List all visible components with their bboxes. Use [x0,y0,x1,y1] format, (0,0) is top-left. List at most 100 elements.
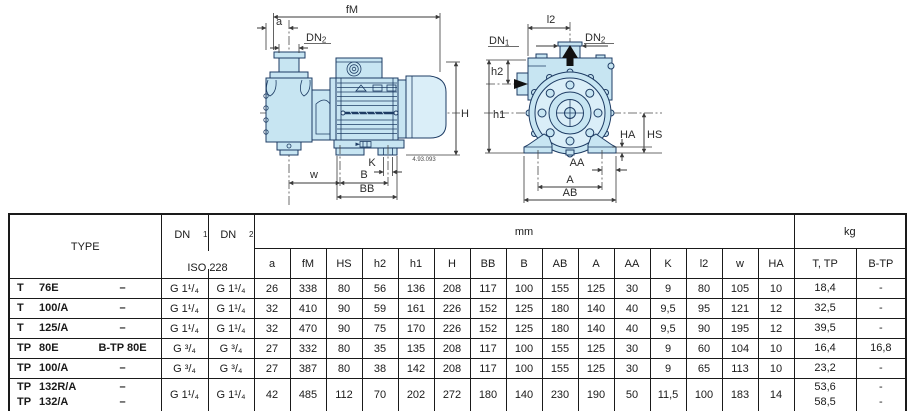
dim-cell-h2: 35 [361,338,399,359]
dim-cell-B: 125 [505,298,543,319]
mm-col-header-A: A [577,248,615,279]
dim-cell-h1: 202 [397,378,435,411]
dim-cell-AB: 155 [541,358,579,379]
dim-cell-a: 32 [253,298,291,319]
type-model: 132/A [39,395,69,408]
dim-label-H: H [461,108,469,120]
weight-btp-cell: -- [855,378,907,411]
dn2-cell: G 1¹/₄ [207,318,255,339]
dim-cell-w: 113 [721,358,759,379]
dim-cell-A: 140 [577,298,615,319]
dim-cell-K: 9 [649,358,687,379]
weight-value: 53,6 [814,380,836,393]
dim-cell-H: 208 [433,338,471,359]
dim-cell-AA: 40 [613,298,651,319]
weight-value: - [879,395,883,408]
dn1-cell: G ³/₄ [160,338,209,359]
dim-cell-h2: 70 [361,378,399,411]
dn2-cell: G 1¹/₄ [207,378,255,411]
dim-cell-h2: 59 [361,298,399,319]
dim-cell-h2: 38 [361,358,399,379]
weight-value: 32,5 [814,302,836,314]
weight-btp-cell: - [855,278,907,299]
dim-label-l2: l2 [547,14,556,26]
weight-ttp-cell: 23,2 [793,358,857,379]
type-variant: – [119,302,126,314]
dim-cell-A: 125 [577,278,615,299]
type-model: 100/A [39,362,69,374]
dim-cell-w: 195 [721,318,759,339]
mm-col-header-fM: fM [289,248,327,279]
weight-value: - [879,282,883,294]
type-variant: – [119,322,126,334]
dim-label-AA: AA [570,157,585,169]
dim-cell-AA: 30 [613,278,651,299]
dim-cell-H: 208 [433,358,471,379]
flow-direction-up-arrow [562,45,578,58]
type-variant: B-TP 80E [98,342,147,354]
dim-label-h1: h1 [493,109,505,121]
dim-cell-l2: 65 [685,358,723,379]
kg-col-header-ttp: T, TP [793,248,857,279]
dim-cell-a: 32 [253,318,291,339]
mm-col-header-h1: h1 [397,248,435,279]
dn1-cell: G 1¹/₄ [160,378,209,411]
dim-cell-HA: 10 [757,338,795,359]
dim-cell-AB: 230 [541,378,579,411]
dim-cell-K: 9 [649,278,687,299]
weight-btp-cell: 16,8 [855,338,907,359]
dim-cell-B: 100 [505,278,543,299]
dim-cell-B: 140 [505,378,543,411]
weight-ttp-cell: 32,5 [793,298,857,319]
dim-cell-l2: 95 [685,298,723,319]
dim-label-h2: h2 [491,66,503,78]
dim-label-HS: HS [647,129,662,141]
dim-cell-h1: 161 [397,298,435,319]
dim-cell-BB: 152 [469,298,507,319]
dim-label-K: K [368,157,376,169]
kg-group-header: kg [793,213,907,249]
dim-cell-AA: 30 [613,338,651,359]
dim-cell-K: 9,5 [649,318,687,339]
dim-cell-H: 226 [433,318,471,339]
dim-cell-AB: 180 [541,298,579,319]
dim-cell-K: 9,5 [649,298,687,319]
dim-cell-H: 208 [433,278,471,299]
weight-value: - [879,380,883,393]
weight-value: 58,5 [814,395,836,408]
dim-cell-w: 121 [721,298,759,319]
dim-cell-BB: 117 [469,278,507,299]
weight-btp-cell: - [855,298,907,319]
type-model: 80E [39,342,59,354]
dim-cell-AB: 155 [541,338,579,359]
dn2-cell: G 1¹/₄ [207,278,255,299]
dim-cell-h1: 170 [397,318,435,339]
dim-cell-l2: 60 [685,338,723,359]
mm-col-header-AA: AA [613,248,651,279]
dim-cell-HS: 112 [325,378,363,411]
type-prefix: TP [17,342,32,354]
type-prefix: TP [17,362,32,374]
dim-label-fM: fM [346,4,358,16]
type-model: 125/A [39,322,69,334]
dim-label-dn2-front: DN2 [585,32,606,45]
mm-col-header-w: w [721,248,759,279]
weight-value: - [879,362,883,374]
weight-ttp-cell: 16,4 [793,338,857,359]
weight-value: 16,4 [814,342,836,354]
pump-front-view: l2 DN1 DN2 h2 h1 HA HS [484,14,662,203]
dim-cell-B: 100 [505,338,543,359]
weight-value: - [879,322,883,334]
dim-cell-h2: 75 [361,318,399,339]
dim-cell-h1: 136 [397,278,435,299]
dim-cell-h2: 56 [361,278,399,299]
dim-cell-l2: 80 [685,278,723,299]
dim-cell-H: 272 [433,378,471,411]
